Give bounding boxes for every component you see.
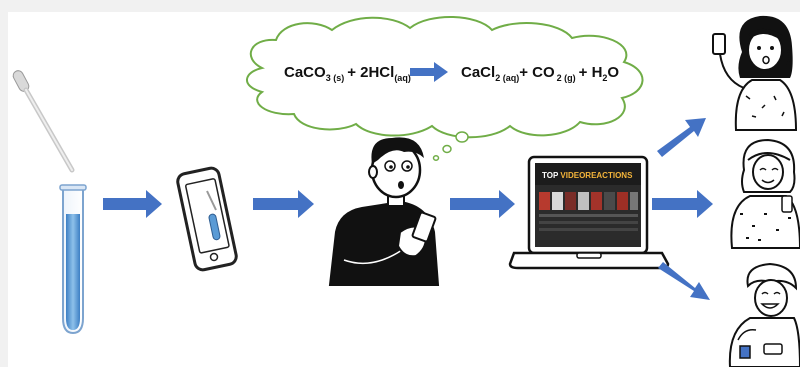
product-co2: + CO: [519, 64, 555, 81]
product-cacl2-sub: 2 (aq): [495, 73, 519, 83]
product-co2-sub: 2 (g): [557, 73, 576, 83]
product-cacl2: CaCl: [461, 64, 495, 81]
product-h2o-sub: 2: [602, 73, 607, 83]
left-border: [0, 0, 8, 367]
laptop-screen-title: TOP VIDEOREACTIONS: [542, 171, 633, 180]
reactant-caco3-sub: 3 (s): [326, 73, 345, 83]
product-h2o: + H: [579, 64, 603, 81]
laptop-icon: TOP VIDEOREACTIONS: [508, 155, 670, 270]
viewer-icon: [730, 138, 800, 249]
reaction-arrow: [410, 62, 448, 82]
viewer-icon: [712, 15, 798, 131]
product-h2o-tail: O: [607, 64, 619, 81]
arrow-3: [450, 190, 515, 218]
svg-text:CaCO3 (s)+ 2HCl(aq): CaCO3 (s)+ 2HCl(aq): [284, 64, 411, 83]
svg-text:CaCl2 (aq)+ CO2 (g)+ H2O: CaCl2 (aq)+ CO2 (g)+ H2O: [461, 64, 619, 83]
top-border: [0, 0, 800, 12]
reactant-caco3: CaCO: [284, 64, 326, 81]
arrow-6: [658, 262, 710, 300]
smartphone-icon: [176, 166, 238, 272]
arrow-2: [253, 190, 314, 218]
arrow-4: [657, 118, 706, 157]
video-thumbnails: [539, 192, 638, 231]
arrow-5: [652, 190, 713, 218]
thought-cloud-icon: [246, 16, 644, 161]
viewer-icon: [728, 262, 800, 367]
pipette-icon: [12, 70, 75, 173]
reactant-hcl: + 2HCl: [347, 64, 394, 81]
reactant-hcl-sub: (aq): [394, 73, 411, 83]
test-tube-icon: [59, 184, 87, 335]
arrow-1: [103, 190, 162, 218]
person-reading-phone-icon: [328, 137, 440, 286]
